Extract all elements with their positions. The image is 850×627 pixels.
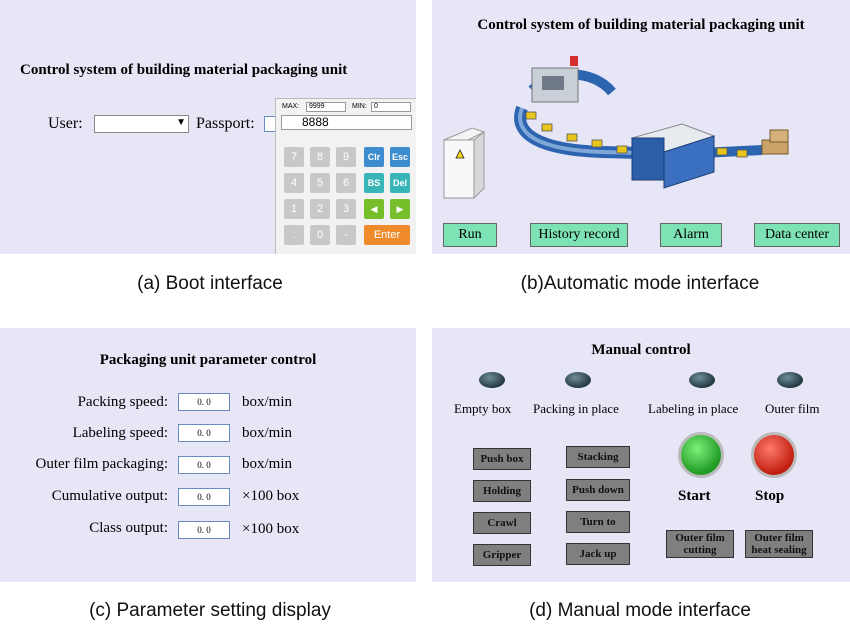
caption-parameter: (c) Parameter setting display [89, 600, 331, 621]
pallet-boxes-icon [761, 129, 789, 155]
gripper-button[interactable]: Gripper [473, 544, 531, 566]
cumulative-output-field[interactable]: 0. 0 [178, 488, 230, 506]
indicator-light-icon [565, 372, 591, 388]
push-down-button[interactable]: Push down [566, 479, 630, 501]
stop-button[interactable] [751, 432, 797, 478]
caption-manual: (d) Manual mode interface [529, 600, 751, 621]
automatic-mode-panel: Control system of building material pack… [432, 0, 850, 254]
parameter-setting-panel: Packaging unit parameter control Packing… [0, 328, 416, 582]
user-label: User: [48, 115, 83, 132]
packaging-line-illustration [442, 56, 789, 200]
class-output-field[interactable]: 0. 0 [178, 521, 230, 539]
key-0[interactable]: 0 [310, 225, 330, 245]
empty-box-label: Empty box [454, 401, 512, 416]
start-label: Start [678, 488, 711, 504]
key-bs[interactable]: BS [364, 173, 384, 193]
labeling-speed-unit: box/min [242, 425, 293, 441]
key-dot[interactable]: . [284, 225, 304, 245]
wrapping-machine-icon [531, 56, 579, 103]
manual-mode-panel: Manual control Empty box Packing in plac… [432, 328, 850, 582]
alarm-button[interactable]: Alarm [660, 223, 722, 247]
passport-label: Passport: [196, 115, 255, 132]
outer-film-cutting-button[interactable]: Outer film cutting [666, 530, 734, 558]
stacking-button[interactable]: Stacking [566, 446, 630, 468]
labeling-in-place-label: Labeling in place [648, 401, 739, 416]
labeling-speed-label: Labeling speed: [72, 425, 168, 441]
package-boxes-icon [525, 111, 748, 158]
key-esc[interactable]: Esc [390, 147, 410, 167]
numeric-keypad: MAX: 9999 MIN: 0 8888 7 8 9 Clr Esc 4 5 … [275, 98, 416, 254]
min-value[interactable]: 0 [371, 102, 411, 112]
outer-film-packaging-unit: box/min [242, 456, 293, 472]
outer-film-packaging-label: Outer film packaging: [35, 456, 168, 472]
start-button[interactable] [678, 432, 724, 478]
keypad-display: 8888 [281, 115, 412, 130]
key-4[interactable]: 4 [284, 173, 304, 193]
manual-title: Manual control [591, 342, 691, 358]
packing-in-place-label: Packing in place [533, 401, 619, 416]
cumulative-output-label: Cumulative output: [51, 488, 168, 504]
labeling-speed-field[interactable]: 0. 0 [178, 424, 230, 442]
user-select[interactable]: ▼ [94, 115, 189, 133]
packing-speed-field[interactable]: 0. 0 [178, 393, 230, 411]
electrical-cabinet-icon [442, 127, 486, 200]
outer-film-packaging-field[interactable]: 0. 0 [178, 456, 230, 474]
outer-film-label: Outer film [765, 401, 820, 416]
data-center-button[interactable]: Data center [754, 223, 840, 247]
crawl-button[interactable]: Crawl [473, 512, 531, 534]
boot-title: Control system of building material pack… [20, 62, 348, 78]
params-title: Packaging unit parameter control [99, 352, 317, 368]
packing-speed-unit: box/min [242, 394, 293, 410]
history-record-button[interactable]: History record [530, 223, 628, 247]
turn-to-button[interactable]: Turn to [566, 511, 630, 533]
boot-interface-panel: Control system of building material pack… [0, 0, 416, 254]
max-value[interactable]: 9999 [306, 102, 346, 112]
packing-speed-label: Packing speed: [77, 394, 168, 410]
key-5[interactable]: 5 [310, 173, 330, 193]
sealing-machine-icon [630, 123, 716, 189]
indicator-light-icon [689, 372, 715, 388]
key-7[interactable]: 7 [284, 147, 304, 167]
indicator-light-icon [777, 372, 803, 388]
run-button[interactable]: Run [443, 223, 497, 247]
class-output-label: Class output: [89, 520, 168, 536]
left-arrow-icon[interactable]: ◀ [364, 199, 384, 219]
key-enter[interactable]: Enter [364, 225, 410, 245]
key-6[interactable]: 6 [336, 173, 356, 193]
auto-title: Control system of building material pack… [477, 17, 805, 33]
cumulative-output-unit: ×100 box [242, 488, 300, 504]
key-minus[interactable]: - [336, 225, 356, 245]
outer-film-heat-sealing-button[interactable]: Outer film heat sealing [745, 530, 813, 558]
chevron-down-icon: ▼ [176, 117, 186, 128]
caption-boot: (a) Boot interface [137, 273, 283, 294]
push-box-button[interactable]: Push box [473, 448, 531, 470]
min-label: MIN: [352, 103, 367, 110]
indicator-light-icon [479, 372, 505, 388]
holding-button[interactable]: Holding [473, 480, 531, 502]
class-output-unit: ×100 box [242, 521, 300, 537]
key-del[interactable]: Del [390, 173, 410, 193]
key-2[interactable]: 2 [310, 199, 330, 219]
key-3[interactable]: 3 [336, 199, 356, 219]
caption-automatic: (b)Automatic mode interface [520, 273, 760, 294]
max-label: MAX: [282, 103, 300, 110]
key-1[interactable]: 1 [284, 199, 304, 219]
jack-up-button[interactable]: Jack up [566, 543, 630, 565]
key-clr[interactable]: Clr [364, 147, 384, 167]
key-8[interactable]: 8 [310, 147, 330, 167]
key-9[interactable]: 9 [336, 147, 356, 167]
right-arrow-icon[interactable]: ▶ [390, 199, 410, 219]
stop-label: Stop [755, 488, 785, 504]
